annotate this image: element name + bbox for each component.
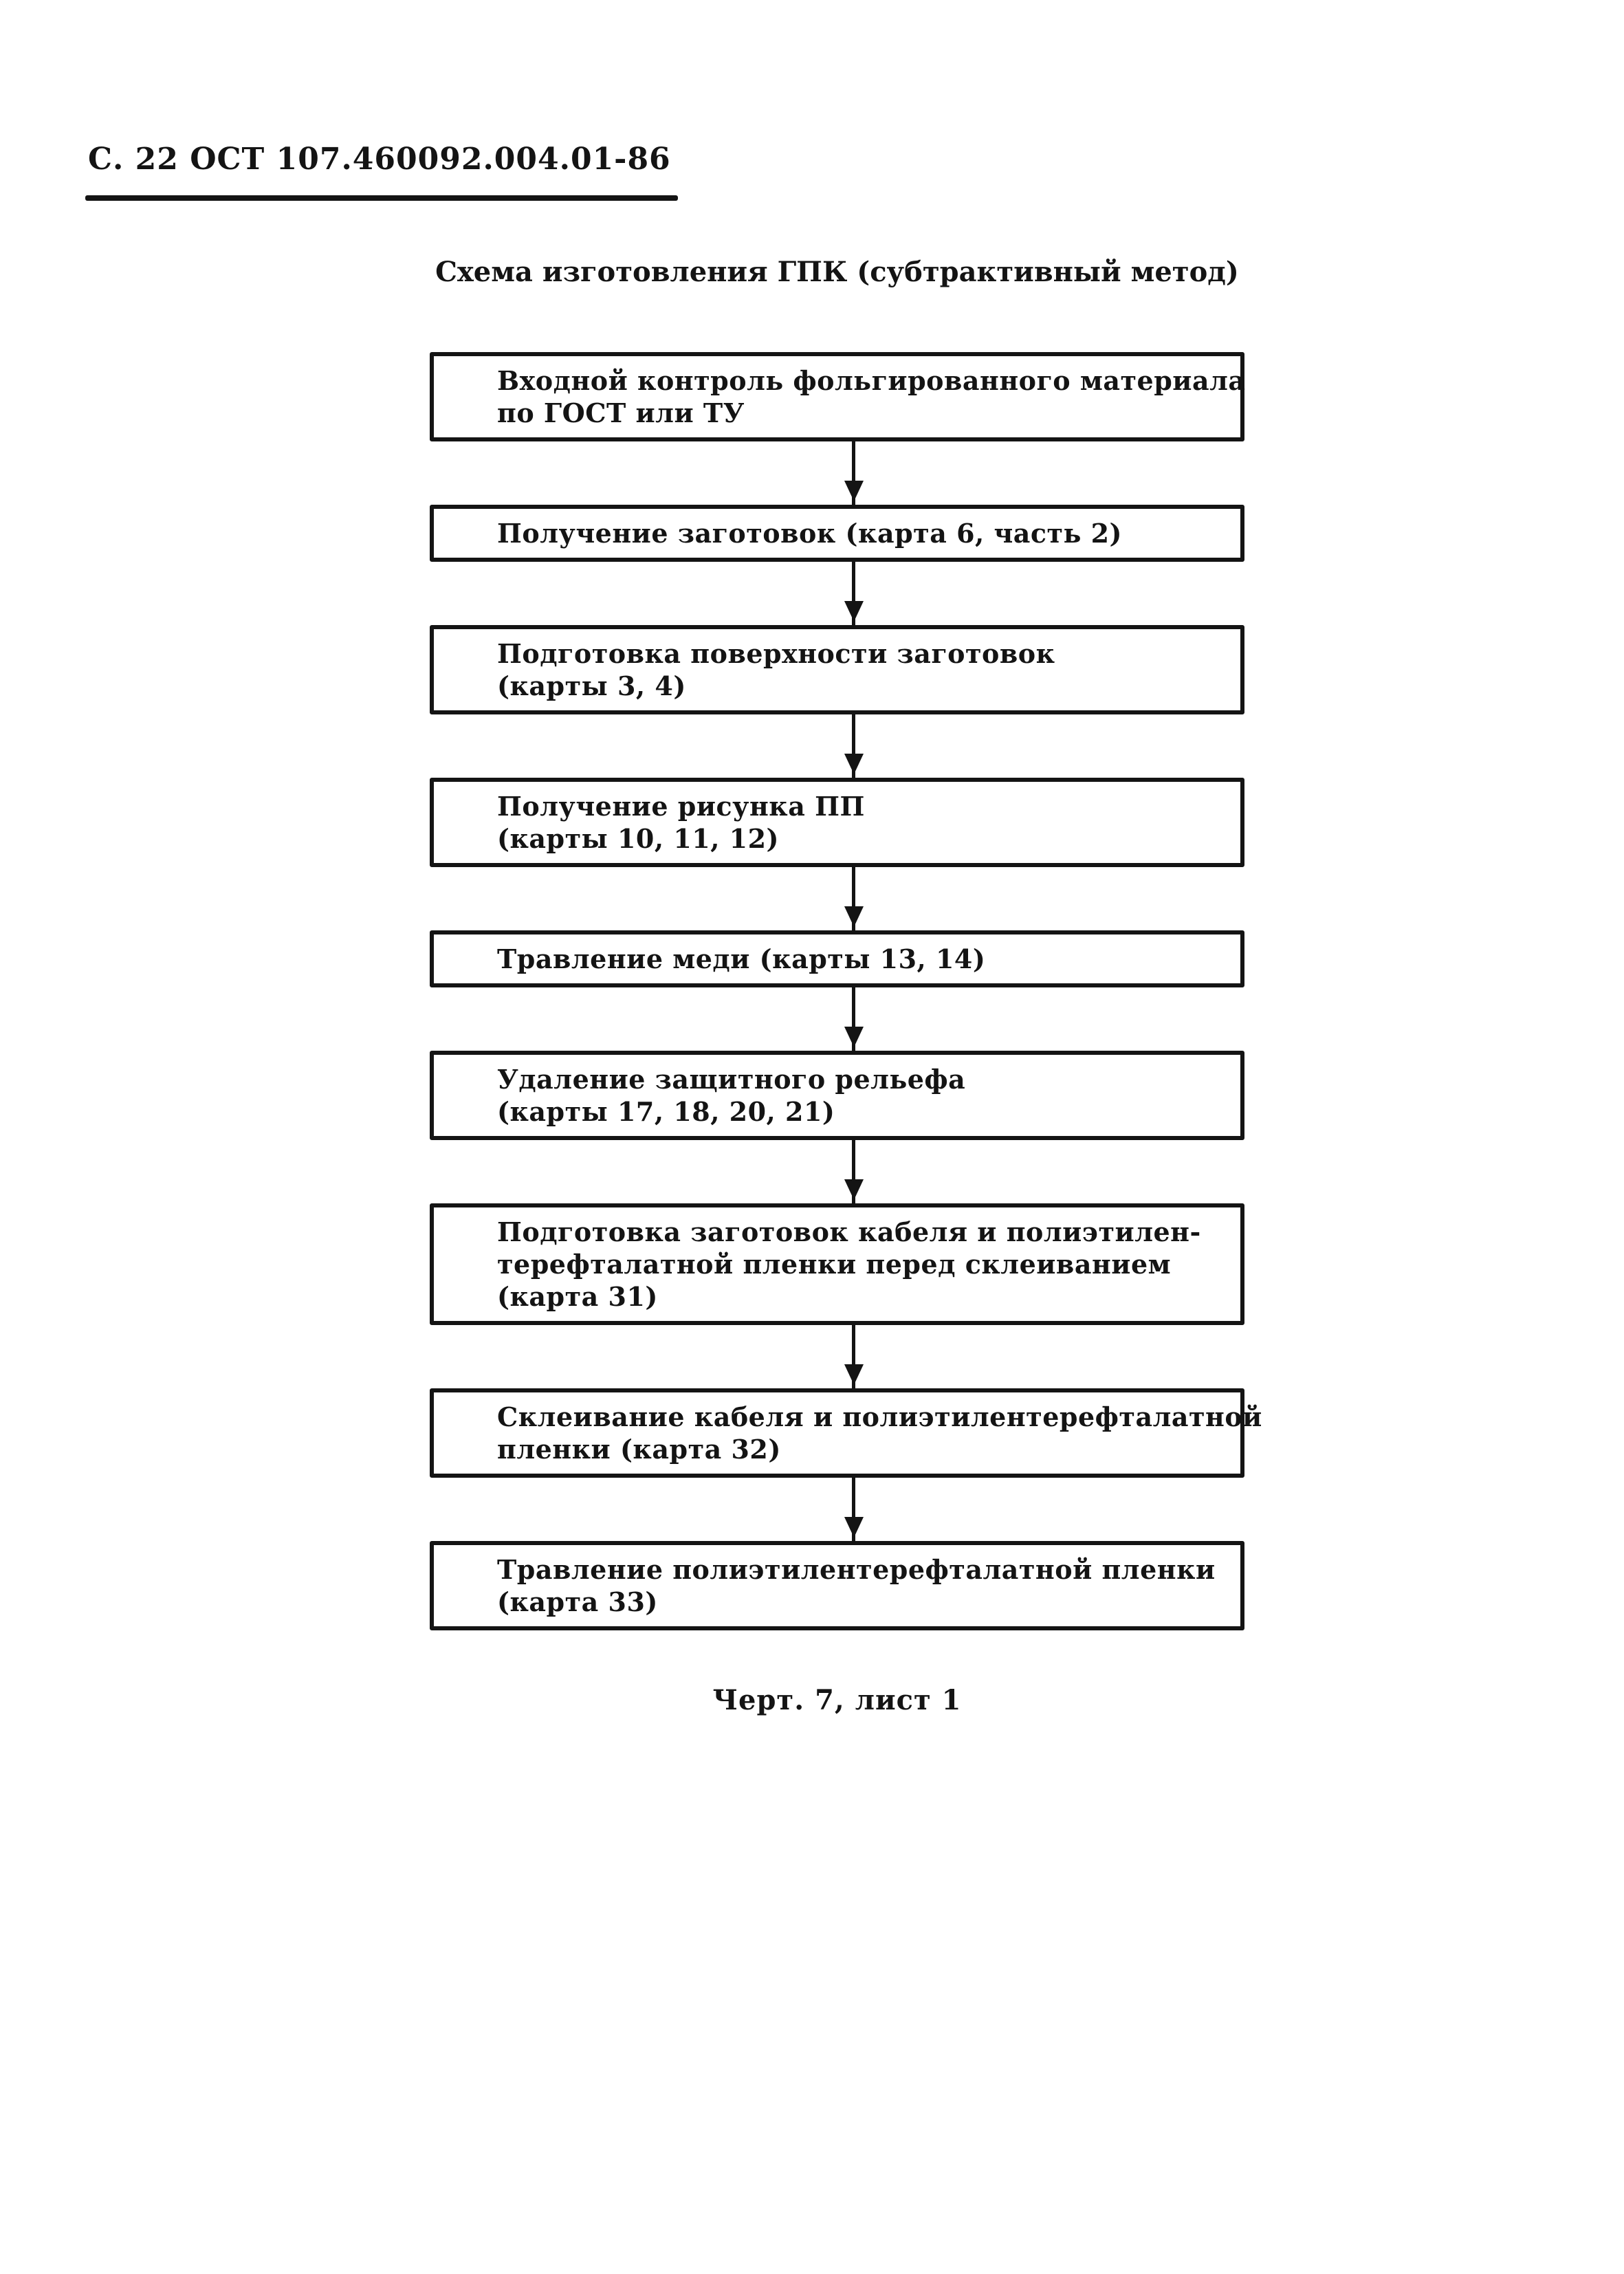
flow-step-text-line: Травление полиэтилентерефталатной пленки xyxy=(497,1554,1216,1585)
down-arrow-icon xyxy=(844,562,864,625)
header-underline xyxy=(85,195,678,201)
flow-step-text-line: Получение рисунка ПП xyxy=(497,791,865,822)
flow-step-input-control: Входной контроль фольгированного материа… xyxy=(430,352,1246,441)
figure-caption: Черт. 7, лист 1 xyxy=(712,1684,962,1716)
flow-step-text-line: (карта 33) xyxy=(497,1586,658,1617)
flow-step-resist-removal: Удаление защитного рельефа(карты 17, 18,… xyxy=(430,1051,1244,1140)
flowchart: Входной контроль фольгированного материа… xyxy=(430,352,1262,1630)
down-arrow-icon xyxy=(844,441,864,505)
flowchart-title: Схема изготовления ГПК (субтрактивный ме… xyxy=(435,256,1239,288)
down-arrow-icon xyxy=(844,987,864,1051)
flow-step-text-line: (карты 17, 18, 20, 21) xyxy=(497,1096,835,1127)
flow-step-text-line: (карта 31) xyxy=(497,1281,658,1312)
flow-step-film-gluing: Склеивание кабеля и полиэтилентерефталат… xyxy=(430,1388,1262,1478)
flow-step-pattern-obtaining: Получение рисунка ПП(карты 10, 11, 12) xyxy=(430,778,1244,867)
down-arrow-icon xyxy=(844,1325,864,1388)
down-arrow-icon xyxy=(844,1140,864,1203)
document-number-header: С. 22 ОСТ 107.460092.004.01-86 xyxy=(88,142,671,177)
flow-step-text-line: (карты 10, 11, 12) xyxy=(497,823,780,854)
flow-step-text-line: Травление меди (карты 13, 14) xyxy=(497,943,986,974)
flow-step-text-line: Входной контроль фольгированного материа… xyxy=(497,365,1246,396)
flow-step-text-line: Подготовка заготовок кабеля и полиэтилен… xyxy=(497,1216,1201,1247)
flow-step-text-line: по ГОСТ или ТУ xyxy=(497,397,745,428)
flow-step-text-line: (карты 3, 4) xyxy=(497,670,686,701)
flow-step-surface-preparation: Подготовка поверхности заготовок(карты 3… xyxy=(430,625,1244,714)
flow-step-text-line: Подготовка поверхности заготовок xyxy=(497,638,1055,669)
flow-step-blank-obtaining: Получение заготовок (карта 6, часть 2) xyxy=(430,505,1244,562)
flow-step-text-line: терефталатной пленки перед склеиванием xyxy=(497,1249,1172,1280)
flow-step-text-line: Получение заготовок (карта 6, часть 2) xyxy=(497,518,1123,549)
flowchart-column: Схема изготовления ГПК (субтрактивный ме… xyxy=(430,256,1262,1716)
flow-step-text-line: пленки (карта 32) xyxy=(497,1434,781,1465)
flow-step-film-etching: Травление полиэтилентерефталатной пленки… xyxy=(430,1541,1244,1630)
flow-step-text-line: Удаление защитного рельефа xyxy=(497,1064,966,1095)
flow-step-copper-etching: Травление меди (карты 13, 14) xyxy=(430,930,1244,987)
down-arrow-icon xyxy=(844,1478,864,1541)
down-arrow-icon xyxy=(844,714,864,778)
flow-step-text-line: Склеивание кабеля и полиэтилентерефталат… xyxy=(497,1401,1262,1432)
flow-step-gluing-preparation: Подготовка заготовок кабеля и полиэтилен… xyxy=(430,1203,1244,1325)
down-arrow-icon xyxy=(844,867,864,930)
